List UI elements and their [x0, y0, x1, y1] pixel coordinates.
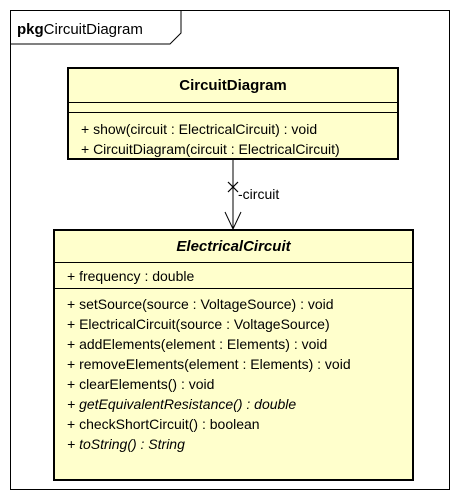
operation: + show(circuit : ElectricalCircuit) : vo… [81, 121, 318, 137]
class-name: ElectricalCircuit [176, 238, 291, 255]
package-tab [10, 10, 182, 45]
operation: + addElements(element : Elements) : void [67, 336, 328, 352]
attributes-compartment [69, 102, 397, 112]
package-label: pkgCircuitDiagram [17, 21, 143, 38]
operation: + CircuitDiagram(circuit : ElectricalCir… [81, 141, 340, 157]
role-visibility: - [238, 186, 243, 202]
association-role-label: -circuit [238, 186, 279, 202]
operation: + toString() : String [67, 436, 185, 452]
attribute: + frequency : double [67, 268, 195, 284]
operation: + setSource(source : VoltageSource) : vo… [67, 296, 334, 312]
attributes-compartment: + frequency : double [55, 262, 412, 288]
package-keyword: pkg [17, 21, 44, 38]
operations-compartment: + show(circuit : ElectricalCircuit) : vo… [69, 112, 397, 159]
class-circuit-diagram[interactable]: CircuitDiagram + show(circuit : Electric… [67, 67, 399, 160]
operation: + getEquivalentResistance() : double [67, 396, 297, 412]
package-name: CircuitDiagram [43, 21, 143, 38]
class-name: CircuitDiagram [179, 77, 287, 94]
operation: + removeElements(element : Elements) : v… [67, 356, 351, 372]
class-electrical-circuit[interactable]: ElectricalCircuit + frequency : double +… [53, 229, 414, 481]
operations-compartment: + setSource(source : VoltageSource) : vo… [55, 288, 412, 454]
operation: + clearElements() : void [67, 376, 215, 392]
operation: + ElectricalCircuit(source : VoltageSour… [67, 316, 330, 332]
operation: + checkShortCircuit() : boolean [67, 416, 260, 432]
role-name: circuit [242, 186, 280, 202]
